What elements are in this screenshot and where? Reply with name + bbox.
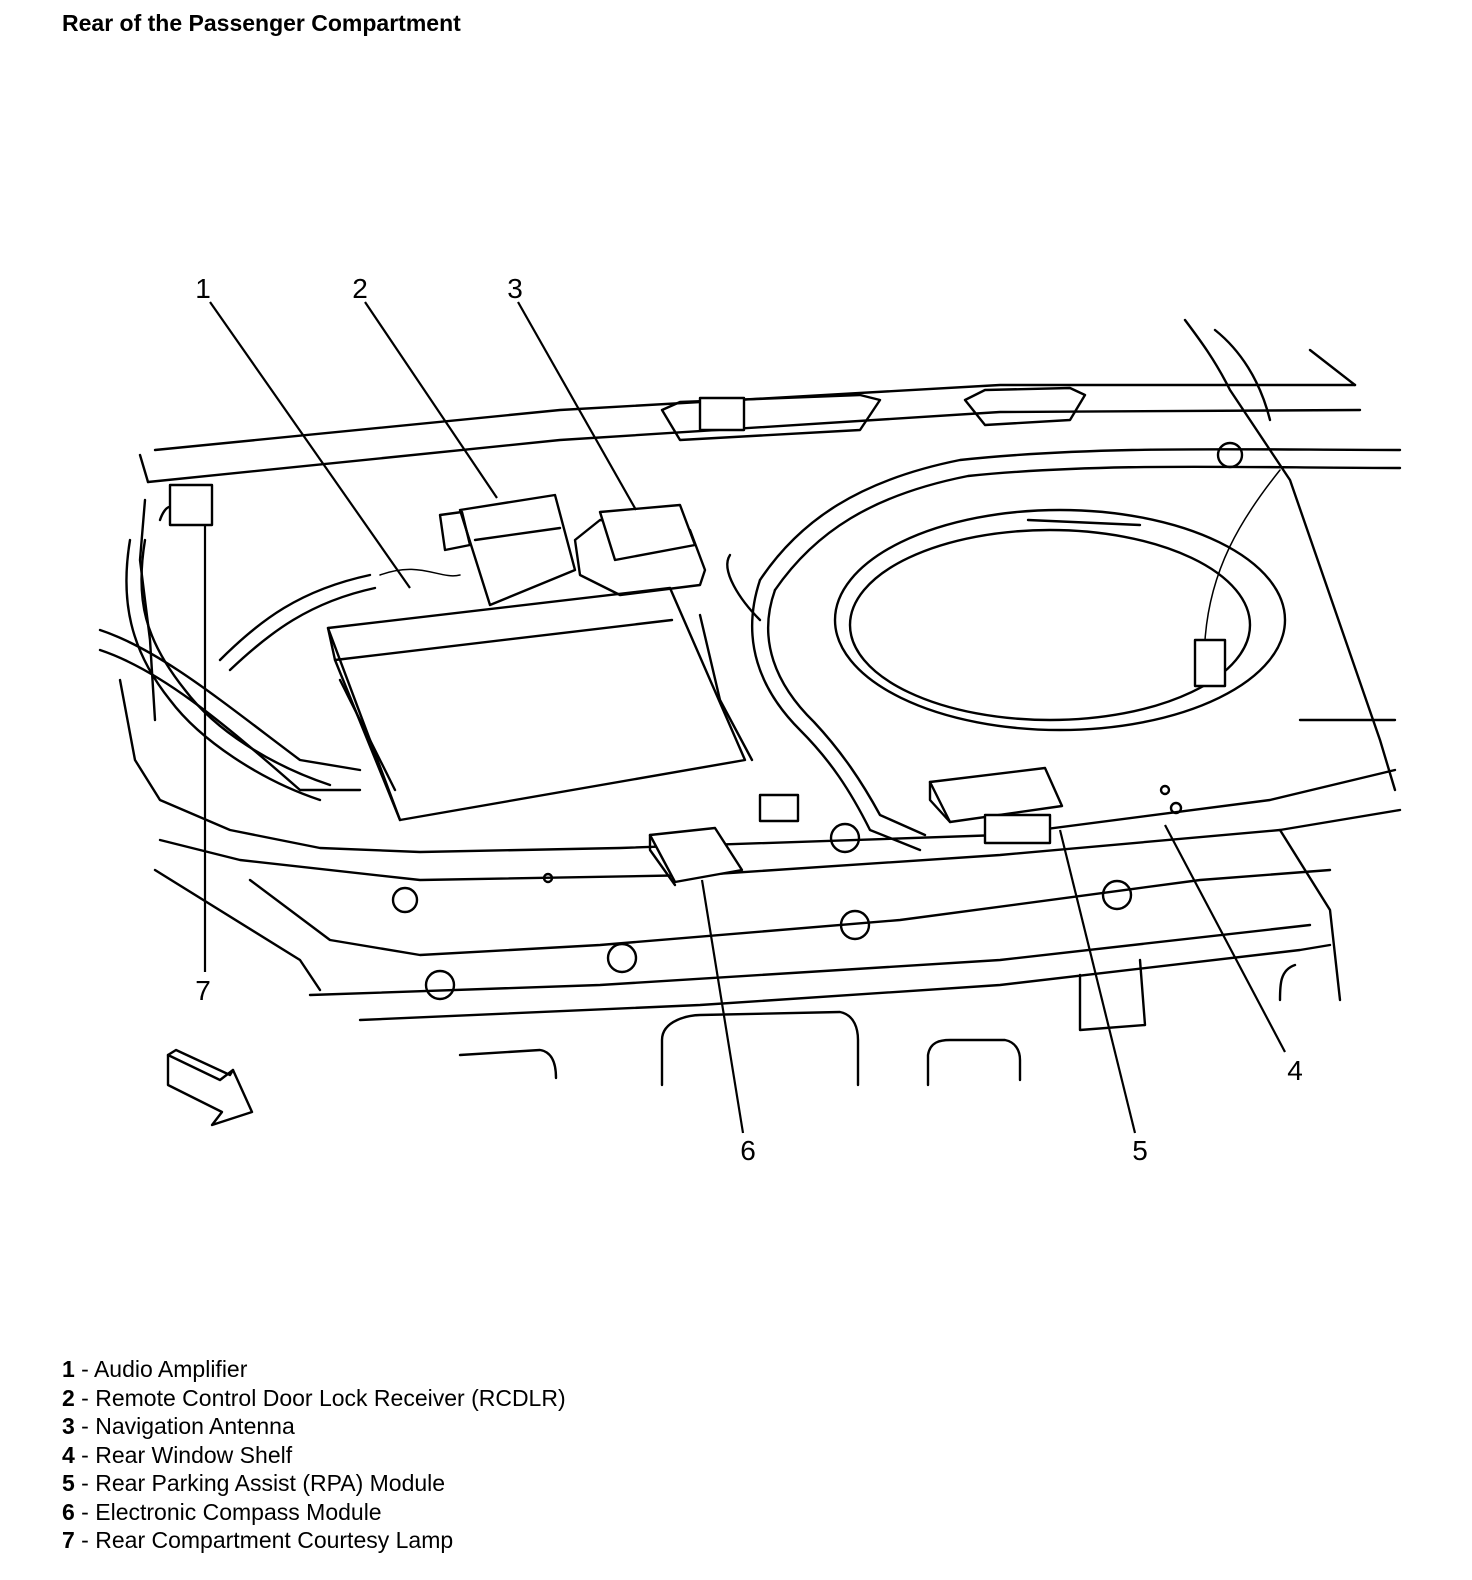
lower-panel-openings bbox=[458, 958, 1297, 1087]
callout-7: 7 bbox=[195, 975, 211, 1006]
callout-6: 6 bbox=[740, 1135, 756, 1166]
legend-number: 7 bbox=[62, 1527, 75, 1553]
legend-label: Audio Amplifier bbox=[93, 1356, 248, 1382]
legend-item: 1 - Audio Amplifier bbox=[62, 1355, 566, 1384]
legend-label: Rear Compartment Courtesy Lamp bbox=[95, 1527, 454, 1553]
legend-item: 2 - Remote Control Door Lock Receiver (R… bbox=[62, 1384, 566, 1413]
legend-label: Remote Control Door Lock Receiver (RCDLR… bbox=[95, 1384, 566, 1411]
legend-separator: - bbox=[74, 1527, 96, 1553]
legend-number: 3 bbox=[62, 1413, 75, 1439]
rcdlr-illustration bbox=[438, 493, 577, 607]
legend-separator: - bbox=[74, 1413, 96, 1439]
speaker-opening bbox=[833, 508, 1287, 732]
legend-separator: - bbox=[74, 1470, 96, 1496]
legend-label: Rear Parking Assist (RPA) Module bbox=[95, 1470, 446, 1496]
legend-item: 7 - Rear Compartment Courtesy Lamp bbox=[62, 1526, 566, 1555]
callout-4: 4 bbox=[1287, 1055, 1303, 1086]
courtesy-lamp-illustration bbox=[168, 483, 214, 527]
legend-separator: - bbox=[74, 1498, 96, 1525]
legend-label: Rear Window Shelf bbox=[95, 1441, 293, 1468]
mounting-studs bbox=[391, 441, 1244, 1001]
legend-item: 6 - Electronic Compass Module bbox=[62, 1498, 566, 1527]
legend-separator: - bbox=[74, 1441, 96, 1468]
callout-2: 2 bbox=[352, 273, 368, 304]
callout-leaders bbox=[203, 301, 1286, 1134]
legend-item: 3 - Navigation Antenna bbox=[62, 1412, 566, 1441]
page-title: Rear of the Passenger Compartment bbox=[62, 10, 461, 36]
callout-5: 5 bbox=[1132, 1135, 1148, 1166]
legend-item: 4 - Rear Window Shelf bbox=[62, 1441, 566, 1470]
legend-number: 1 bbox=[62, 1356, 75, 1382]
legend: 1 - Audio Amplifier 2 - Remote Control D… bbox=[62, 1355, 566, 1555]
legend-separator: - bbox=[74, 1384, 96, 1411]
legend-label: Electronic Compass Module bbox=[95, 1498, 382, 1525]
legend-separator: - bbox=[74, 1356, 94, 1382]
wiring-harness bbox=[98, 448, 1402, 852]
upper-deck-slots bbox=[660, 386, 1087, 442]
legend-label: Navigation Antenna bbox=[95, 1413, 295, 1439]
callout-1: 1 bbox=[195, 273, 211, 304]
rpa-module-illustration bbox=[928, 766, 1064, 845]
legend-item: 5 - Rear Parking Assist (RPA) Module bbox=[62, 1469, 566, 1498]
legend-number: 5 bbox=[62, 1470, 75, 1496]
audio-amplifier-illustration bbox=[326, 586, 800, 823]
navigation-antenna-illustration bbox=[573, 503, 707, 597]
callout-3: 3 bbox=[507, 273, 523, 304]
legend-number: 4 bbox=[62, 1441, 75, 1468]
orientation-arrow-icon bbox=[166, 1048, 254, 1127]
legend-number: 6 bbox=[62, 1498, 75, 1525]
compass-module-illustration bbox=[648, 826, 744, 887]
legend-number: 2 bbox=[62, 1384, 75, 1411]
rear-window-shelf-outline bbox=[118, 318, 1402, 1022]
